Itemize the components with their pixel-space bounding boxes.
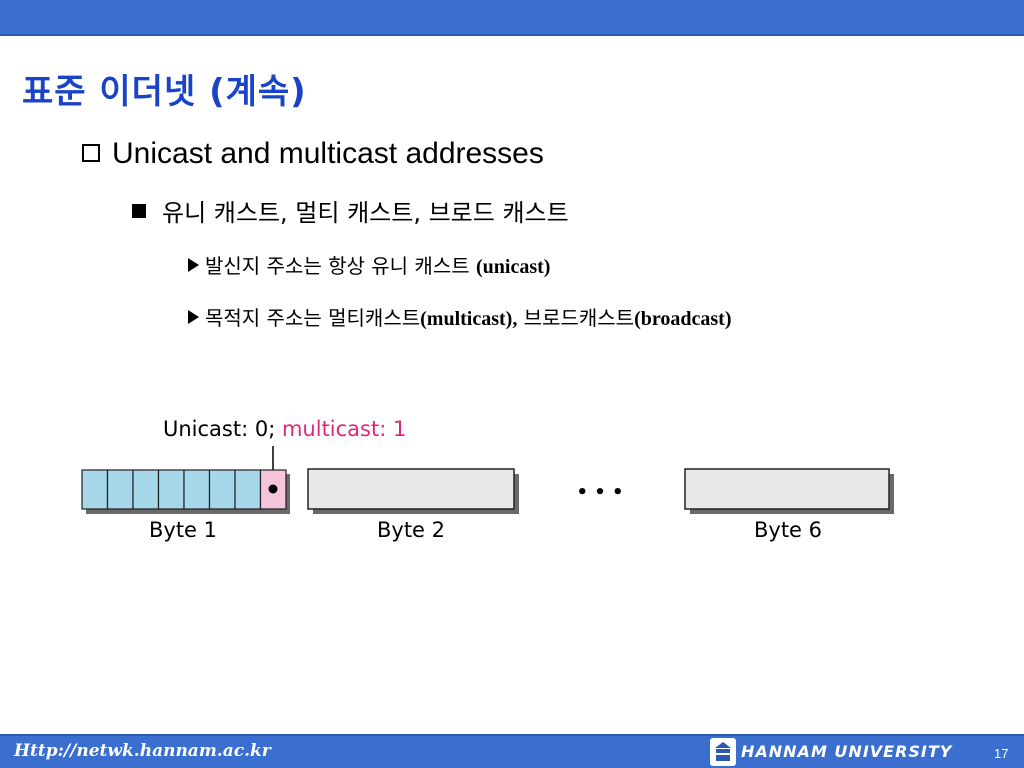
legend-multicast: multicast: 1 [281,417,407,441]
bullet-dest-en2: (broadcast) [634,308,732,330]
byte6-box [684,468,890,510]
multicast-bit-dot [268,484,278,494]
byte1-label: Byte 1 [149,518,217,542]
bullet-dest-ko1: 목적지 주소는 멀티캐스트 [205,306,421,330]
byte1-bit-cells [81,469,287,510]
checkbox-bullet-icon [82,144,100,162]
triangle-bullet-icon [188,258,199,272]
bit-cell [208,469,236,510]
university-name: HANNAM UNIVERSITY [741,742,953,761]
bit-cell [81,469,109,510]
bit-cell [106,469,134,510]
top-bar [0,0,1024,36]
bullet-level2-text: 유니 캐스트, 멀티 캐스트, 브로드 캐스트 [162,199,569,227]
ellipsis: • • • [576,482,623,503]
triangle-bullet-icon [188,310,199,324]
diagram-legend: Unicast: 0; multicast: 1 [163,417,406,441]
slide-title: 표준 이더넷 (계속) [22,72,307,112]
bit-cell [183,469,211,510]
bullet-level3-source: 발신지 주소는 항상 유니 캐스트 (unicast) [188,250,550,279]
byte2-label: Byte 2 [377,518,445,542]
bullet-dest-ko2: 브로드캐스트 [517,306,635,330]
bullet-dest-en1: (multicast), [420,308,518,330]
diagram-graphic: • • • Byte 1 Byte 2 Byte 6 [81,446,894,542]
bullet-level1: Unicast and multicast addresses [82,137,544,171]
bullet-source-en: (unicast) [476,256,551,278]
university-logo-icon [710,738,736,766]
legend-unicast: Unicast: 0; [163,417,282,441]
footer-bar: Http://netwk.hannam.ac.kr HANNAM UNIVERS… [0,734,1024,768]
bullet-source-ko: 발신지 주소는 항상 유니 캐스트 [205,254,476,278]
logo-glyph [715,742,731,761]
bullet-level2: 유니 캐스트, 멀티 캐스트, 브로드 캐스트 [132,193,569,228]
bit-cell [132,469,160,510]
byte2-box [307,468,515,510]
bullet-level1-text: Unicast and multicast addresses [112,137,544,170]
footer-url-link[interactable]: Http://netwk.hannam.ac.kr [14,741,271,761]
bit-cell [234,469,262,510]
address-diagram: Unicast: 0; multicast: 1 • • • Byte 1 By… [0,400,1024,560]
page-number: 17 [994,746,1009,761]
bullet-level3-destination: 목적지 주소는 멀티캐스트(multicast), 브로드캐스트(broadca… [188,302,732,331]
square-bullet-icon [132,204,146,218]
bit-cell [157,469,185,510]
byte6-label: Byte 6 [754,518,822,542]
